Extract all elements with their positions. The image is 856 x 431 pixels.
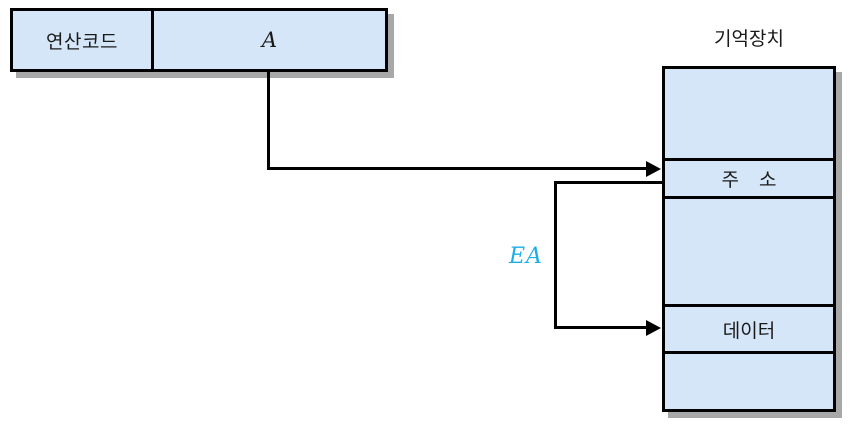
connector-address-horizontal (267, 167, 648, 170)
memory-cell-address: 주 소 (665, 161, 833, 199)
connector-ea-arrowhead (646, 319, 661, 336)
address-label: A (261, 28, 278, 52)
ea-annotation-label: EA (509, 244, 543, 269)
opcode-label: 연산코드 (46, 30, 118, 53)
memory-unit-title: 기억장치 (714, 28, 784, 50)
memory-cell-data-label: 데이터 (722, 319, 776, 342)
memory-cell-address-label: 주 소 (721, 169, 784, 191)
address-field: A (154, 11, 385, 69)
memory-cell-empty-top (665, 69, 833, 161)
connector-address-arrowhead (646, 160, 661, 177)
memory-cell-data: 데이터 (665, 307, 833, 354)
opcode-field: 연산코드 (13, 11, 154, 69)
memory-cell-empty-bottom (665, 354, 833, 409)
memory-cell-empty-middle (665, 199, 833, 307)
instruction-word-box: 연산코드 A (10, 8, 388, 72)
memory-unit-box: 주 소 데이터 (662, 66, 836, 412)
connector-address-vertical (267, 72, 270, 170)
connector-ea-vertical (554, 181, 557, 329)
connector-ea-horizontal-top (554, 181, 664, 184)
connector-ea-horizontal-bottom (554, 326, 648, 329)
